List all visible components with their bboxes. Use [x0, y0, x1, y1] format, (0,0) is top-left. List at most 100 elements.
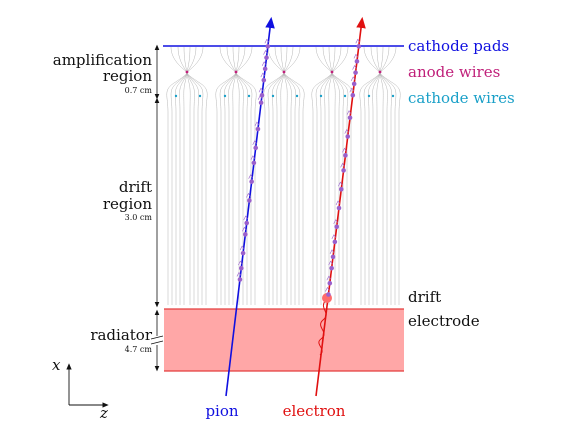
- ionisation-cluster: [258, 100, 264, 106]
- field-line: [235, 71, 244, 305]
- field-line: [376, 46, 381, 73]
- cluster-spark: [238, 260, 243, 266]
- field-line: [331, 46, 349, 73]
- cluster-spark: [340, 162, 345, 168]
- cluster-spark: [248, 174, 253, 179]
- field-line: [232, 71, 237, 305]
- ionisation-cluster: [243, 232, 248, 237]
- cathode-wire-dot: [174, 94, 178, 98]
- axis-break-mark-1: [150, 335, 164, 340]
- ionisation-cluster: [244, 220, 249, 226]
- field-line: [186, 46, 197, 73]
- field-line: [219, 71, 237, 305]
- field-line: [186, 71, 204, 305]
- drift-electrode-label-2: electrode: [408, 312, 480, 330]
- ionisation-cluster: [261, 77, 267, 83]
- field-line: [177, 46, 188, 73]
- cluster-spark: [333, 219, 338, 224]
- field-line: [186, 71, 208, 305]
- ionisation-cluster: [253, 145, 258, 151]
- anode-wire-dot: [378, 70, 382, 74]
- field-line: [320, 71, 333, 305]
- cluster-spark: [250, 155, 256, 161]
- cluster-spark: [331, 234, 337, 239]
- field-line: [183, 71, 188, 305]
- ionisation-cluster: [262, 66, 268, 72]
- field-line: [186, 71, 191, 305]
- cluster-spark: [335, 200, 341, 206]
- field-line: [331, 46, 336, 73]
- field-line: [170, 46, 188, 73]
- ionisation-cluster: [251, 160, 257, 166]
- field-line: [226, 46, 237, 73]
- cluster-spark: [325, 286, 330, 292]
- cluster-spark: [344, 128, 349, 134]
- cathode-wire-dot: [198, 94, 202, 98]
- ionisation-cluster: [255, 126, 261, 132]
- field-line: [379, 46, 397, 73]
- field-line: [235, 71, 240, 305]
- ionisation-cluster: [336, 205, 342, 211]
- field-line: [235, 46, 253, 73]
- field-line: [283, 71, 292, 305]
- field-line: [186, 71, 195, 305]
- field-lines: [166, 46, 401, 305]
- field-line: [379, 71, 397, 305]
- field-line: [363, 71, 381, 305]
- field-line: [370, 46, 381, 73]
- field-line: [379, 71, 388, 305]
- ionisation-cluster: [259, 92, 265, 98]
- field-line: [283, 71, 301, 305]
- ionisation-cluster: [334, 224, 340, 230]
- pion-track: [225, 16, 275, 397]
- cathode-wire-dot: [391, 94, 395, 98]
- field-line: [283, 71, 288, 305]
- field-line: [228, 71, 237, 305]
- field-line: [232, 46, 237, 73]
- ionisation-cluster: [339, 186, 344, 192]
- field-line: [322, 46, 333, 73]
- pion-label: pion: [205, 402, 238, 420]
- cluster-spark: [326, 275, 332, 281]
- ionisation-cluster: [343, 153, 348, 158]
- amplification-label: amplification: [53, 51, 153, 69]
- ionisation-cluster: [247, 198, 252, 203]
- cathode-pads-label: cathode pads: [408, 37, 509, 55]
- cluster-spark: [346, 110, 352, 115]
- field-line: [315, 46, 333, 73]
- ionisation-cluster: [347, 115, 353, 121]
- field-line: [324, 71, 333, 305]
- field-line: [235, 46, 246, 73]
- field-line: [315, 71, 333, 305]
- cluster-spark: [342, 147, 347, 153]
- anode-wire-dot: [330, 70, 334, 74]
- ionisation-cluster: [341, 168, 346, 173]
- cluster-spark: [263, 50, 268, 55]
- field-line: [280, 46, 285, 73]
- ionisation-clusters: [236, 38, 362, 297]
- ionisation-cluster: [240, 250, 246, 256]
- field-line: [283, 71, 305, 305]
- field-line: [376, 71, 381, 305]
- field-line: [379, 71, 392, 305]
- cathode-wire-dot: [367, 94, 371, 98]
- field-line: [328, 46, 333, 73]
- field-line: [379, 46, 384, 73]
- cluster-spark: [355, 38, 361, 44]
- wire-plane: [174, 70, 395, 98]
- ionisation-cluster: [329, 265, 334, 271]
- ionisation-cluster: [237, 277, 243, 282]
- cathode-wires-label: cathode wires: [408, 89, 515, 107]
- ionisation-cluster: [356, 44, 362, 49]
- radiator-label: radiator: [90, 326, 153, 344]
- field-line: [379, 46, 390, 73]
- ionisation-cluster: [265, 44, 271, 49]
- drift-electrode-label: drift: [408, 288, 441, 306]
- field-line: [331, 71, 344, 305]
- field-line: [235, 46, 240, 73]
- field-line: [283, 71, 296, 305]
- anode-wire-dot: [282, 70, 286, 74]
- ionisation-cluster: [327, 280, 333, 286]
- ionisation-cluster: [354, 59, 360, 64]
